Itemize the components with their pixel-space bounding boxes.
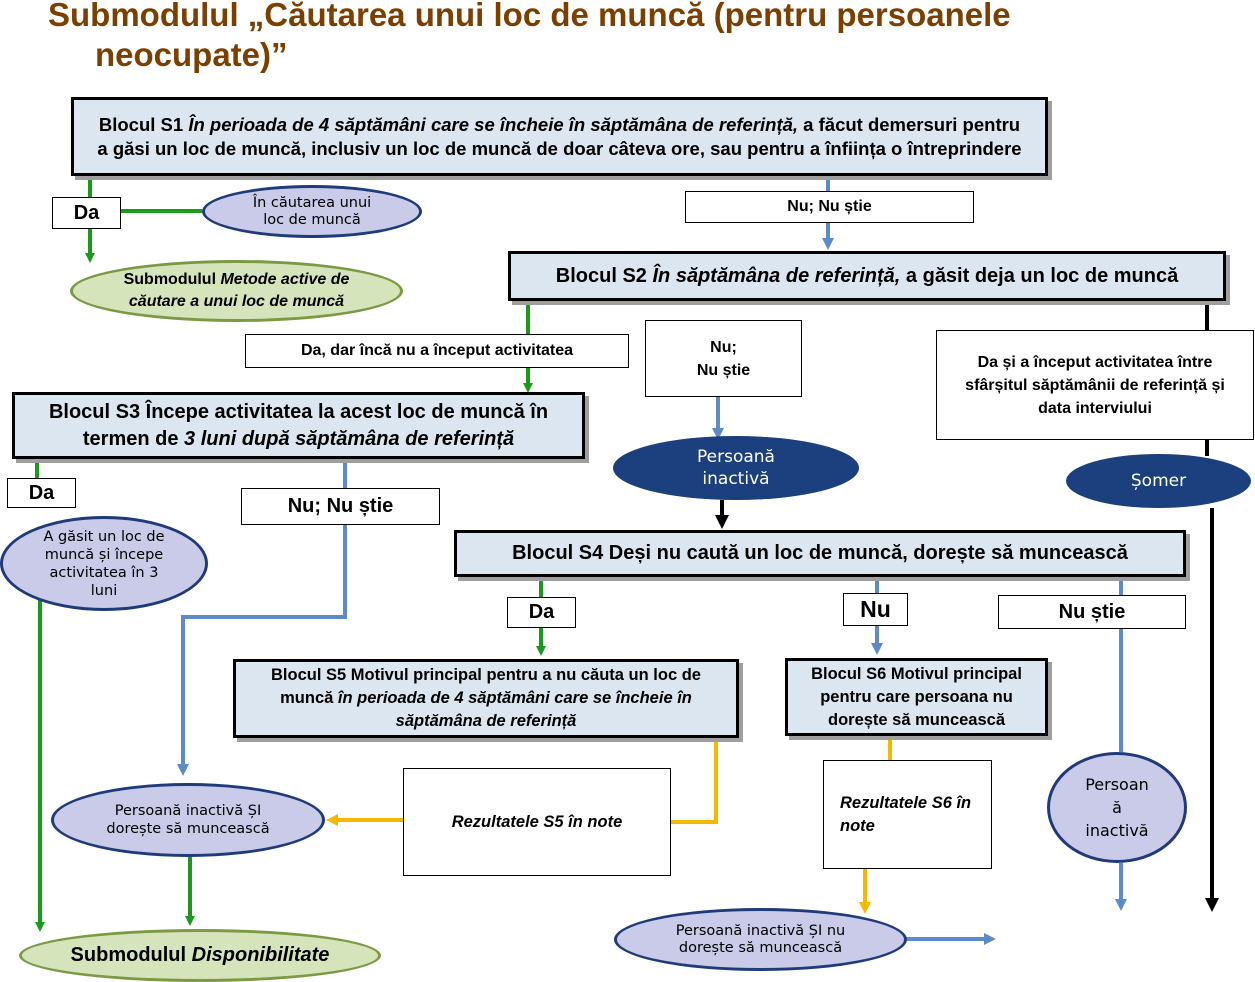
- submodul-disponibilitate: Submodulul Disponibilitate: [19, 929, 381, 982]
- page-title-line1: Submodulul „Căutarea unui loc de muncă (…: [48, 0, 1011, 33]
- s4-nustie-label: Nu știe: [998, 595, 1186, 629]
- s2-da-dar-label: Da, dar încă nu a început activitatea: [245, 334, 629, 368]
- block-s5-text: Blocul S5 Motivul principal pentru a nu …: [271, 666, 701, 730]
- block-s2-text: Blocul S2 În săptămâna de referință, a g…: [555, 264, 1179, 287]
- submodul-metode-active: Submodulul Metode active de căutare a un…: [70, 260, 403, 322]
- block-s3: Blocul S3 Începe activitatea la acest lo…: [12, 392, 585, 459]
- block-s5: Blocul S5 Motivul principal pentru a nu …: [233, 659, 739, 738]
- block-s1: Blocul S1 În perioada de 4 săptămâni car…: [71, 97, 1048, 176]
- ellipse-somer: Șomer: [1066, 454, 1251, 508]
- block-s1-text: Blocul S1 În perioada de 4 săptămâni car…: [97, 113, 1022, 159]
- submodul-metode-text: Submodulul Metode active de căutare a un…: [123, 271, 350, 310]
- s3-nu-label: Nu; Nu știe: [241, 488, 440, 525]
- ellipse-inactiva-nu-doreste: Persoană inactivă ȘI nu dorește să munce…: [614, 908, 907, 971]
- inactiva-split-line2: ă: [1112, 798, 1122, 817]
- ellipse-in-cautare: În căutarea unui loc de muncă: [202, 185, 422, 238]
- block-s4: Blocul S4 Deși nu caută un loc de muncă,…: [454, 530, 1186, 577]
- s3-da-label: Da: [7, 478, 76, 508]
- s1-nu-label: Nu; Nu știe: [685, 191, 974, 223]
- s2-nu-line1: Nu;: [710, 338, 737, 356]
- s4-nu-label: Nu: [843, 593, 908, 626]
- block-s3-text: Blocul S3 Începe activitatea la acest lo…: [48, 400, 549, 450]
- s2-da-label: Da și a început activitatea între sfârși…: [936, 330, 1254, 440]
- s1-da-label: Da: [52, 197, 121, 229]
- inactiva-split-line1: Persoan: [1085, 775, 1149, 794]
- rezultate-s6-note: Rezultatele S6 în note: [823, 760, 992, 869]
- s2-nu-label: Nu; Nu știe: [645, 320, 802, 397]
- block-s2: Blocul S2 În săptămâna de referință, a g…: [508, 251, 1226, 301]
- block-s6: Blocul S6 Motivul principal pentru care …: [785, 658, 1048, 736]
- page-title-line2: neocupate)”: [95, 36, 288, 73]
- s2-nu-line2: Nu știe: [696, 361, 751, 379]
- ellipse-inactiva-doreste: Persoană inactivă ȘI dorește să munceasc…: [51, 783, 325, 857]
- rezultate-s5-note: Rezultatele S5 în note: [403, 768, 671, 876]
- s4-da-label: Da: [507, 597, 576, 628]
- inactiva-split-line3: inactivă: [1085, 821, 1149, 840]
- ellipse-inactiva-split: Persoan ă inactivă: [1047, 752, 1187, 863]
- submodul-disponibilitate-text: Submodulul Disponibilitate: [70, 944, 330, 966]
- ellipse-a-gasit: A găsit un loc de muncă și începe activi…: [0, 516, 208, 611]
- ellipse-persoana-inactiva: Persoană inactivă: [613, 436, 859, 500]
